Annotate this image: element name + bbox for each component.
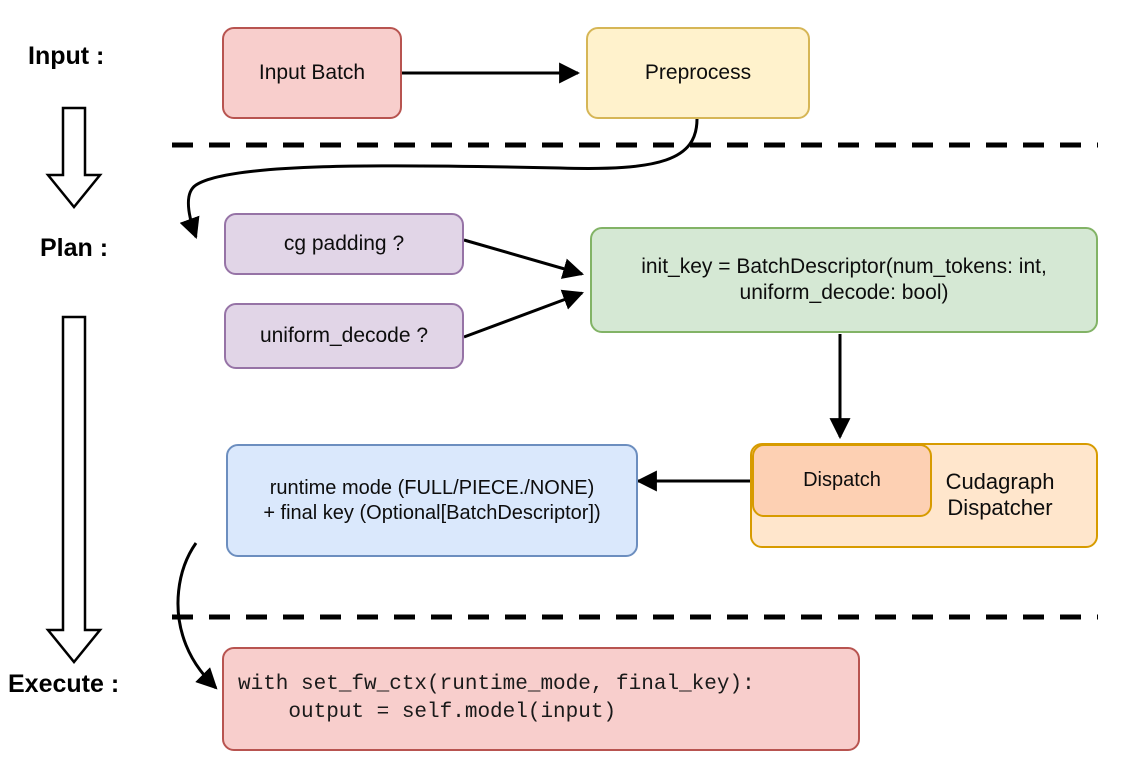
stage-arrow-input-to-plan xyxy=(45,106,103,209)
node-input-batch-label: Input Batch xyxy=(258,61,366,85)
node-uniform-decode[interactable]: uniform_decode ? xyxy=(224,303,464,369)
node-runtime-mode[interactable]: runtime mode (FULL/PIECE./NONE) + final … xyxy=(226,444,638,557)
node-init-key[interactable]: init_key = BatchDescriptor(num_tokens: i… xyxy=(590,227,1098,333)
node-init-key-text: init_key = BatchDescriptor(num_tokens: i… xyxy=(600,254,1088,305)
stage-label-execute: Execute : xyxy=(8,670,120,698)
node-execute-code[interactable]: with set_fw_ctx(runtime_mode, final_key)… xyxy=(222,647,860,751)
node-uniform-decode-label: uniform_decode ? xyxy=(259,324,429,348)
node-input-batch[interactable]: Input Batch xyxy=(222,27,402,119)
node-runtime-mode-line1: runtime mode (FULL/PIECE./NONE) xyxy=(269,477,595,500)
edge-runtime-mode-to-execute xyxy=(176,542,218,690)
node-init-key-line1: init_key = BatchDescriptor(num_tokens: i… xyxy=(641,255,1047,279)
node-runtime-mode-text: runtime mode (FULL/PIECE./NONE) + final … xyxy=(236,476,628,525)
node-cudagraph-dispatcher-label: Cudagraph Dispatcher xyxy=(945,468,1055,521)
node-preprocess[interactable]: Preprocess xyxy=(586,27,810,119)
node-dispatch-label: Dispatch xyxy=(803,469,881,492)
node-init-key-line2: uniform_decode: bool) xyxy=(739,281,949,304)
node-execute-code-line2: output = self.model(input) xyxy=(238,701,617,724)
node-cg-padding-label: cg padding ? xyxy=(283,232,405,256)
stage-arrow-plan-to-execute xyxy=(45,315,103,664)
node-dispatch[interactable]: Dispatch xyxy=(752,444,932,517)
node-runtime-mode-line2: + final key (Optional[BatchDescriptor]) xyxy=(263,501,601,524)
edge-cg-padding-to-init-key xyxy=(463,238,585,279)
node-cg-padding[interactable]: cg padding ? xyxy=(224,213,464,275)
node-execute-code-line1: with set_fw_ctx(runtime_mode, final_key)… xyxy=(238,672,755,696)
edge-uniform-decode-to-init-key xyxy=(463,289,584,339)
node-execute-code-text: with set_fw_ctx(runtime_mode, final_key)… xyxy=(238,671,850,728)
stage-label-input: Input : xyxy=(28,42,105,70)
stage-label-plan: Plan : xyxy=(40,234,109,262)
node-preprocess-label: Preprocess xyxy=(644,61,752,85)
